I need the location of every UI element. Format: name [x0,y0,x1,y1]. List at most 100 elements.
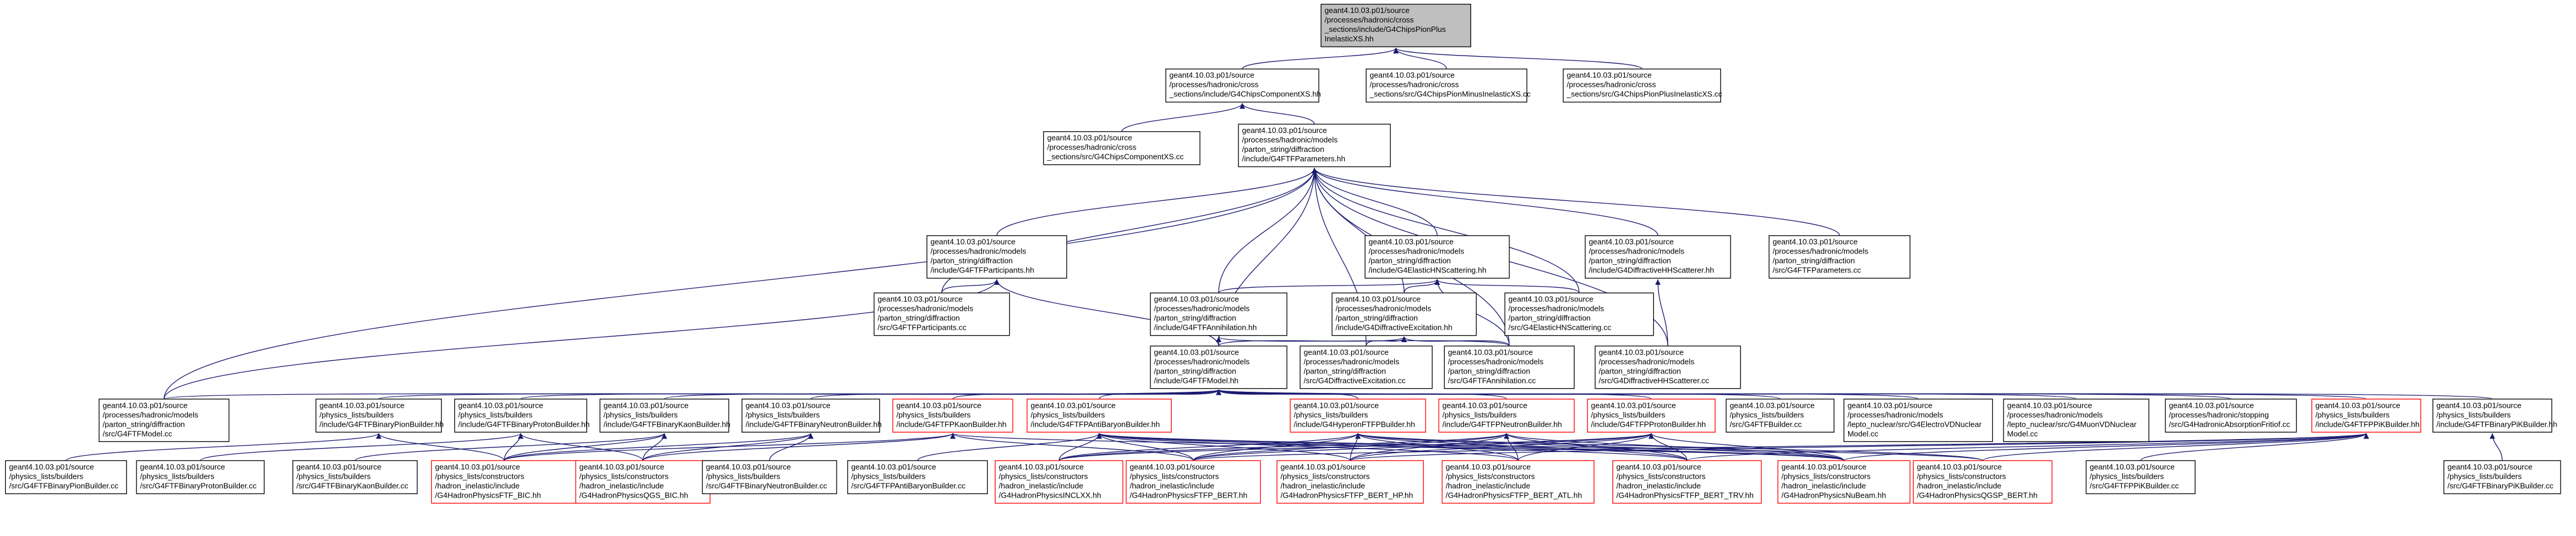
file-node-binNeutron-hh[interactable]: geant4.10.03.p01/source/physics_lists/bu… [741,398,882,433]
node-box [2086,460,2196,495]
dependency-edge [1355,433,1519,461]
node-label-line: _sections/src/G4ChipsPionPlusInelasticXS… [1566,90,1723,99]
node-label-line: geant4.10.03.p01/source [603,401,688,410]
node-box [1364,235,1510,279]
node-label-line: geant4.10.03.p01/source [877,295,962,304]
node-label-line: geant4.10.03.p01/source [1772,238,1858,246]
file-node-binProton-cc[interactable]: geant4.10.03.p01/source/physics_lists/bu… [136,460,265,495]
dependency-edge [1058,433,1510,462]
node-label-line: /include/G4FTFAnnihilation.hh [1154,323,1257,332]
file-node-diffExc-hh[interactable]: geant4.10.03.p01/source/processes/hadron… [1331,293,1477,336]
file-node-ftfBuilder-cc[interactable]: geant4.10.03.p01/source/physics_lists/bu… [1725,398,1835,433]
file-node-elasticHN-cc[interactable]: geant4.10.03.p01/source/processes/hadron… [1504,293,1654,336]
file-node-ftfModel-hh[interactable]: geant4.10.03.p01/source/processes/hadron… [1150,345,1287,389]
file-node-muonVD-cc[interactable]: geant4.10.03.p01/source/processes/hadron… [2003,398,2149,442]
file-node-ftfAnnih-hh[interactable]: geant4.10.03.p01/source/processes/hadron… [1150,293,1287,336]
file-node-binKaon-hh[interactable]: geant4.10.03.p01/source/physics_lists/bu… [599,398,730,433]
file-node-pik-cc[interactable]: geant4.10.03.p01/source/physics_lists/bu… [2086,460,2196,495]
node-label-line: geant4.10.03.p01/source [1047,134,1132,142]
file-node-root[interactable]: geant4.10.03.p01/source/processes/hadron… [1320,4,1471,47]
node-box [1504,293,1654,336]
file-node-antiBaryon-cc[interactable]: geant4.10.03.p01/source/physics_lists/bu… [847,460,988,495]
node-label-line: geant4.10.03.p01/source [1616,462,1702,471]
node-label-line: geant4.10.03.p01/source [1591,401,1676,410]
file-node-kaon-hh[interactable]: geant4.10.03.p01/source/physics_lists/bu… [892,398,1013,433]
node-box [1043,131,1201,165]
node-label-line: geant4.10.03.p01/source [931,238,1016,246]
file-node-chipsPionMinus-cc[interactable]: geant4.10.03.p01/source/processes/hadron… [1365,69,1531,103]
dependency-edge [1193,433,1654,462]
file-node-chipsComp-hh[interactable]: geant4.10.03.p01/source/processes/hadron… [1165,69,1321,103]
edge-binPion-cc-to-binPion-hh [66,433,382,462]
file-node-binPion-cc[interactable]: geant4.10.03.p01/source/physics_lists/bu… [5,460,127,495]
node-box [2165,398,2297,433]
edge-elasticHN-cc-to-ftfParams-hh [1312,168,1580,293]
edge-bert-trv-hh-to-neutron-hh [1504,433,1688,461]
node-label-line: geant4.10.03.p01/source [2437,401,2522,410]
file-node-bert-hp-hh[interactable]: geant4.10.03.p01/source/physics_lists/co… [1276,460,1424,504]
node-label-line: /include/G4FTFPNeutronBuilder.hh [1442,420,1562,428]
file-node-binNeutron-cc[interactable]: geant4.10.03.p01/source/physics_lists/bu… [702,460,837,495]
node-label-line: /processes/hadronic/models [1242,135,1338,144]
dependency-edge [642,433,955,462]
node-label-line: /processes/hadronic/models [877,304,973,313]
node-label-line: /include/G4FTFPPiKBuilder.hh [2315,420,2419,428]
file-node-hyperon-hh[interactable]: geant4.10.03.p01/source/physics_lists/bu… [1290,398,1426,433]
file-node-qgsp-bert-hh[interactable]: geant4.10.03.p01/source/physics_lists/co… [1913,460,2053,504]
file-node-binPiK-hh[interactable]: geant4.10.03.p01/source/physics_lists/bu… [2432,398,2557,433]
edge-kaon-hh-to-ftfModel-hh [952,389,1221,399]
node-label-line: /physics_lists/builders [1442,410,1517,419]
file-node-ftfParticipants-cc[interactable]: geant4.10.03.p01/source/processes/hadron… [873,293,1010,336]
file-node-antiBaryon-hh[interactable]: geant4.10.03.p01/source/physics_lists/bu… [1026,398,1172,433]
file-node-diffExc-cc[interactable]: geant4.10.03.p01/source/processes/hadron… [1299,345,1433,389]
file-node-ftfParams-cc[interactable]: geant4.10.03.p01/source/processes/hadron… [1768,235,1911,279]
dependency-edge [1096,433,1194,461]
file-node-binPion-hh[interactable]: geant4.10.03.p01/source/physics_lists/bu… [316,398,444,433]
node-label-line: /physics_lists/constructors [1280,472,1370,480]
file-node-ftfAnnih-cc[interactable]: geant4.10.03.p01/source/processes/hadron… [1443,345,1575,389]
file-node-proton-hh[interactable]: geant4.10.03.p01/source/physics_lists/bu… [1587,398,1716,433]
node-label-line: /src/G4FTFParticipants.cc [877,323,967,332]
file-node-inclxx-hh[interactable]: geant4.10.03.p01/source/physics_lists/co… [994,460,1124,504]
dependency-edge [1098,389,1222,399]
file-node-diffHH-hh[interactable]: geant4.10.03.p01/source/processes/hadron… [1585,235,1731,279]
file-node-qgsbic-hh[interactable]: geant4.10.03.p01/source/physics_lists/co… [575,460,711,504]
file-node-electroVD-cc[interactable]: geant4.10.03.p01/source/processes/hadron… [1843,398,1993,442]
file-node-ftfModel-cc[interactable]: geant4.10.03.p01/source/processes/hadron… [99,398,230,442]
file-node-ftfpbert-hh[interactable]: geant4.10.03.p01/source/physics_lists/co… [1126,460,1261,504]
dependency-edge [1982,433,2369,462]
node-label-line: /hadron_inelastic/include [579,481,663,490]
node-label-line: /processes/hadronic/models [1303,358,1399,366]
node-box [873,293,1010,336]
file-node-neutron-hh[interactable]: geant4.10.03.p01/source/physics_lists/bu… [1438,398,1575,433]
node-label-line: /physics_lists/builders [1030,410,1105,419]
node-label-line: /hadron_inelastic/include [1616,481,1701,490]
dependency-edge [1504,433,1845,462]
file-node-absFritiof-cc[interactable]: geant4.10.03.p01/source/processes/hadron… [2165,398,2297,433]
file-node-ftfParams-hh[interactable]: geant4.10.03.p01/source/processes/hadron… [1238,124,1391,167]
file-node-binPiK-cc[interactable]: geant4.10.03.p01/source/physics_lists/bu… [2443,460,2561,495]
file-node-binKaon-cc[interactable]: geant4.10.03.p01/source/physics_lists/bu… [292,460,418,495]
file-node-bic-hh[interactable]: geant4.10.03.p01/source/physics_lists/co… [431,460,577,504]
file-node-chipsComp-cc[interactable]: geant4.10.03.p01/source/processes/hadron… [1043,131,1201,165]
node-box [99,398,230,442]
file-node-elasticHN-hh[interactable]: geant4.10.03.p01/source/processes/hadron… [1364,235,1510,279]
dependency-edge [1193,433,2369,462]
node-label-line: /physics_lists/constructors [1917,472,2006,480]
node-label-line: /include/G4FTFBinaryPionBuilder.hh [320,420,444,428]
file-node-nubeam-hh[interactable]: geant4.10.03.p01/source/physics_lists/co… [1777,460,1911,504]
node-label-line: _sections/src/G4ChipsComponentXS.cc [1046,152,1184,161]
file-node-chipsPionPlus-cc[interactable]: geant4.10.03.p01/source/processes/hadron… [1563,69,1723,103]
edge-diffExc-hh-to-elasticHN-hh [1403,279,1440,293]
node-label-line: /hadron_inelastic/include [998,481,1083,490]
node-label-line: geant4.10.03.p01/source [1446,462,1531,471]
file-node-pik-hh[interactable]: geant4.10.03.p01/source/physics_lists/bu… [2311,398,2421,433]
node-label-line: geant4.10.03.p01/source [1448,348,1533,357]
file-node-binProton-hh[interactable]: geant4.10.03.p01/source/physics_lists/bu… [454,398,590,433]
file-node-bert-trv-hh[interactable]: geant4.10.03.p01/source/physics_lists/co… [1612,460,1762,504]
file-node-bert-atl-hh[interactable]: geant4.10.03.p01/source/physics_lists/co… [1442,460,1595,504]
file-node-diffHH-cc[interactable]: geant4.10.03.p01/source/processes/hadron… [1595,345,1741,389]
edge-ftfModel-cc-to-ftfParticipants-hh [163,279,1000,399]
file-node-ftfParticipants-hh[interactable]: geant4.10.03.p01/source/processes/hadron… [926,235,1068,279]
node-label-line: _sections/include/G4ChipsPionPlus [1324,25,1446,34]
